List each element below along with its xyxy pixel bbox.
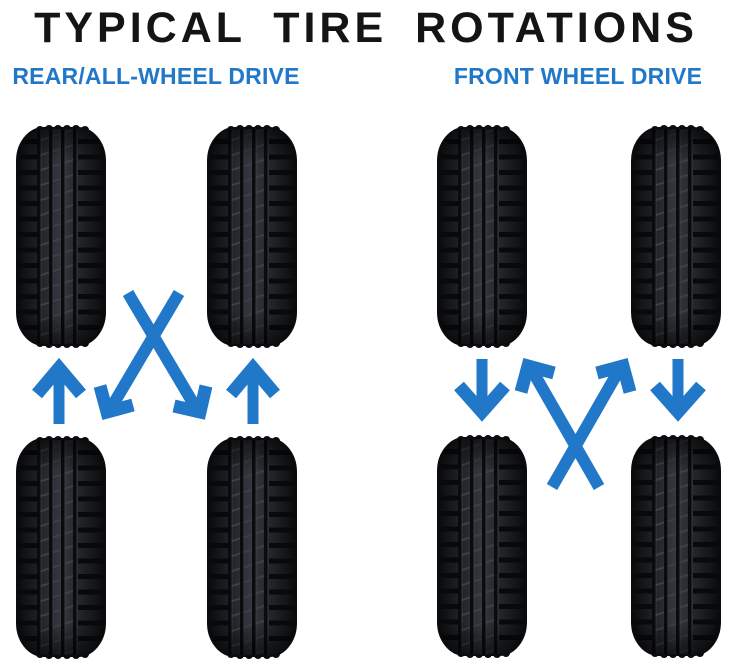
- down-arrow-icon: [650, 359, 706, 422]
- section-label-fwd: FRONT WHEEL DRIVE: [453, 63, 703, 89]
- section-label-rear-awd: REAR/ALL-WHEEL DRIVE: [12, 63, 300, 89]
- diagonal-down-right-arrow-icon: [122, 289, 213, 420]
- up-arrow-icon: [32, 357, 86, 424]
- up-arrow-icon: [226, 357, 280, 424]
- page-title: TYPICAL TIRE ROTATIONS: [34, 4, 698, 52]
- diagonal-up-right-arrow-icon: [546, 358, 637, 490]
- down-arrow-icon: [454, 359, 510, 422]
- diagonal-down-left-arrow-icon: [93, 289, 185, 420]
- diagonal-up-left-arrow-icon: [514, 358, 605, 490]
